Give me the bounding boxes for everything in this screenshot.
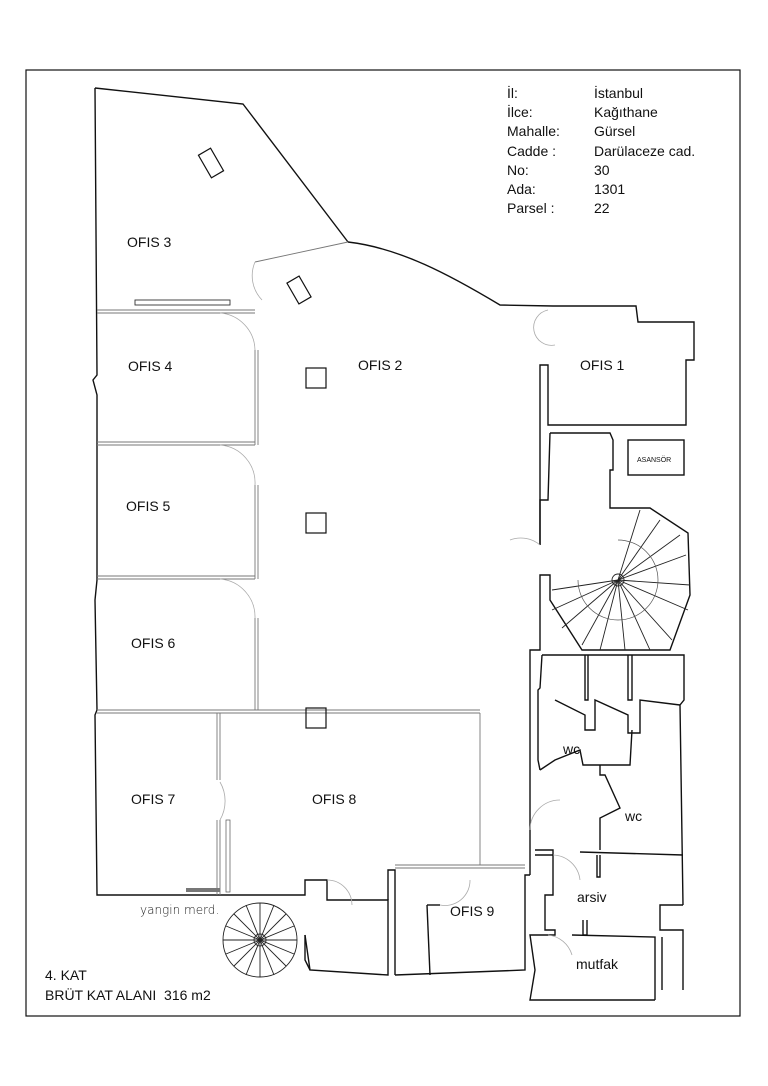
room-label-ofis-5: OFIS 5	[126, 498, 171, 514]
info-value: Kağıthane	[594, 104, 658, 120]
room-label-ofis-1: OFIS 1	[580, 357, 625, 373]
room-label-ofis-6: OFIS 6	[131, 635, 176, 651]
gross-area-label: BRÜT KAT ALANI 316 m2	[45, 986, 211, 1003]
info-key: No:	[507, 162, 529, 178]
room-label-ofis-4: OFIS 4	[128, 358, 173, 374]
info-value: İstanbul	[594, 84, 643, 101]
info-value: 22	[594, 200, 610, 216]
info-value: 30	[594, 162, 610, 178]
room-labels: OFIS 3 OFIS 2 OFIS 1 OFIS 4 OFIS 5 OFIS …	[126, 234, 671, 972]
room-label-ofis-9: OFIS 9	[450, 903, 495, 919]
info-key: Mahalle:	[507, 123, 560, 139]
fire-escape-spiral-stairs	[222, 902, 298, 978]
room-label-kitchen: mutfak	[576, 956, 619, 972]
columns	[197, 147, 327, 729]
info-key: İl:	[507, 84, 518, 101]
doors	[219, 261, 581, 956]
room-label-wc-1: wc	[562, 741, 580, 757]
floor-label: 4. KAT	[45, 967, 87, 983]
room-label-elevator: ASANSÖR	[637, 456, 671, 464]
room-label-ofis-7: OFIS 7	[131, 791, 176, 807]
elevator-box	[627, 439, 685, 476]
spiral-staircase	[551, 509, 691, 651]
info-value: 1301	[594, 181, 625, 197]
info-value: Gürsel	[594, 123, 635, 139]
room-label-wc-2: wc	[624, 808, 642, 824]
interior-walls	[97, 241, 525, 895]
info-key: Parsel :	[507, 200, 554, 216]
info-value: Darülaceze cad.	[594, 143, 695, 159]
room-label-ofis-3: OFIS 3	[127, 234, 172, 250]
room-label-ofis-8: OFIS 8	[312, 791, 357, 807]
room-label-ofis-2: OFIS 2	[358, 357, 403, 373]
service-core-walls	[529, 432, 691, 1001]
info-key: İlce:	[507, 103, 533, 120]
property-info: İl: İstanbul İlce: Kağıthane Mahalle: Gü…	[507, 84, 695, 216]
info-key: Ada:	[507, 181, 536, 197]
page-frame	[25, 69, 741, 1017]
outer-walls	[92, 87, 695, 976]
info-key: Cadde :	[507, 143, 556, 159]
room-label-archive: arsiv	[577, 889, 607, 905]
fire-stairs-label: yangin merd.	[140, 903, 219, 917]
